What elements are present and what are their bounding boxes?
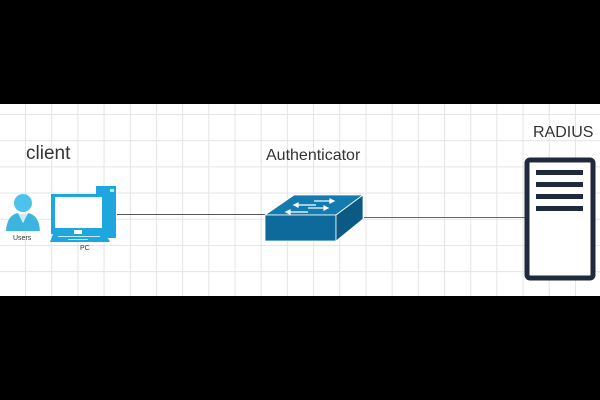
edge-pc-switch — [117, 214, 267, 215]
user-icon — [6, 194, 40, 231]
desktop-computer-icon — [50, 186, 116, 242]
network-switch-icon — [263, 194, 365, 242]
users-label: Users — [13, 235, 32, 242]
pc-node[interactable] — [50, 186, 120, 244]
pc-label: PC — [80, 245, 90, 252]
switch-label: Authenticator — [266, 147, 361, 164]
switch-node[interactable] — [263, 193, 365, 243]
client-group-label: client — [26, 143, 71, 164]
users-node[interactable] — [4, 193, 42, 233]
server-label: RADIUS — [533, 124, 594, 141]
edge-switch-server — [364, 217, 526, 218]
server-node[interactable] — [524, 157, 596, 281]
server-icon — [524, 157, 596, 281]
